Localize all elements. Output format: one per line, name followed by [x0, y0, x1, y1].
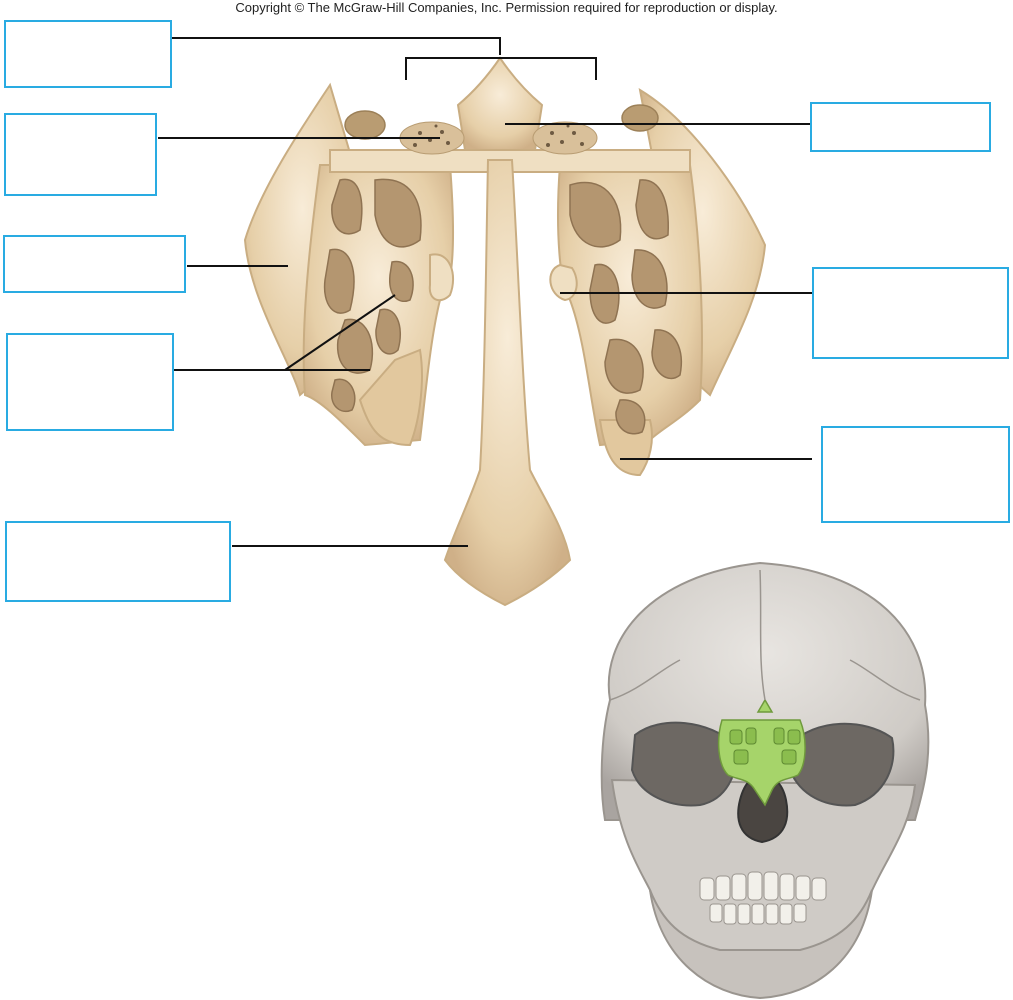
label-box-upper-left[interactable] — [4, 113, 157, 196]
leader-lower-left-diag — [284, 294, 396, 371]
label-box-bottom-left[interactable] — [5, 521, 231, 602]
copyright-notice: Copyright © The McGraw-Hill Companies, I… — [235, 0, 778, 15]
skull-anterior-view — [600, 561, 930, 1000]
label-box-mid-left[interactable] — [3, 235, 186, 293]
label-box-top-left[interactable] — [4, 20, 172, 88]
leader-lines — [158, 37, 812, 547]
label-box-lower-left[interactable] — [6, 333, 174, 431]
bracket-top — [405, 57, 597, 80]
label-box-mid-right[interactable] — [812, 267, 1009, 359]
leader-top-left — [172, 37, 501, 55]
ethmoid-bone — [243, 56, 767, 607]
label-box-top-right[interactable] — [810, 102, 991, 152]
label-box-lower-right[interactable] — [821, 426, 1010, 523]
